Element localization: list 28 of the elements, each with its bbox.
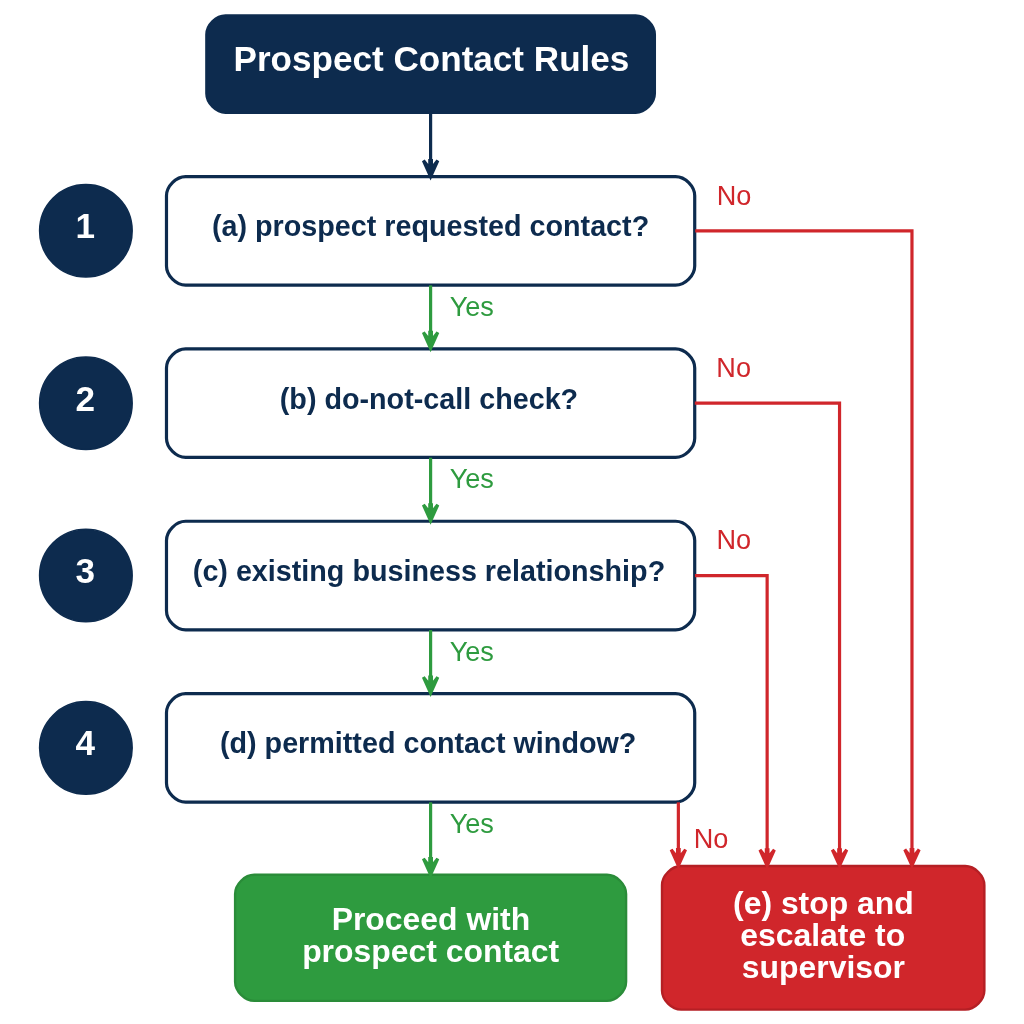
edge-label: Yes bbox=[449, 290, 494, 322]
node-circle: 1 bbox=[38, 183, 133, 278]
node-circle: 3 bbox=[38, 528, 133, 623]
node-box: (d) permitted contact window? bbox=[164, 691, 697, 804]
node-box: (b) do-not-call check? bbox=[164, 346, 697, 459]
node-box: Prospect Contact Rules bbox=[205, 13, 656, 114]
edge-label: No bbox=[716, 179, 752, 211]
edge-label: Yes bbox=[449, 807, 494, 839]
arrow bbox=[694, 573, 776, 867]
node-box: (a) prospect requested contact? bbox=[164, 174, 697, 287]
arrow bbox=[669, 801, 688, 867]
edge-label: Yes bbox=[449, 462, 494, 494]
edge-label: Yes bbox=[449, 635, 494, 667]
arrow bbox=[421, 284, 440, 350]
node-box: (c) existing business relationship? bbox=[164, 519, 697, 631]
edge-label: No bbox=[716, 523, 752, 555]
node-circle: 4 bbox=[38, 700, 133, 795]
node-circle: 2 bbox=[38, 355, 133, 450]
arrow bbox=[695, 228, 921, 867]
arrow bbox=[421, 629, 440, 695]
arrow bbox=[694, 401, 849, 867]
node-box: (e) stop and escalate to supervisor bbox=[660, 864, 986, 1011]
edge-label: No bbox=[693, 822, 729, 854]
arrow bbox=[421, 457, 440, 522]
node-box: Proceed with prospect contact bbox=[233, 873, 628, 1002]
edge-label: No bbox=[716, 351, 752, 383]
arrow bbox=[421, 112, 440, 178]
arrow bbox=[421, 801, 440, 876]
